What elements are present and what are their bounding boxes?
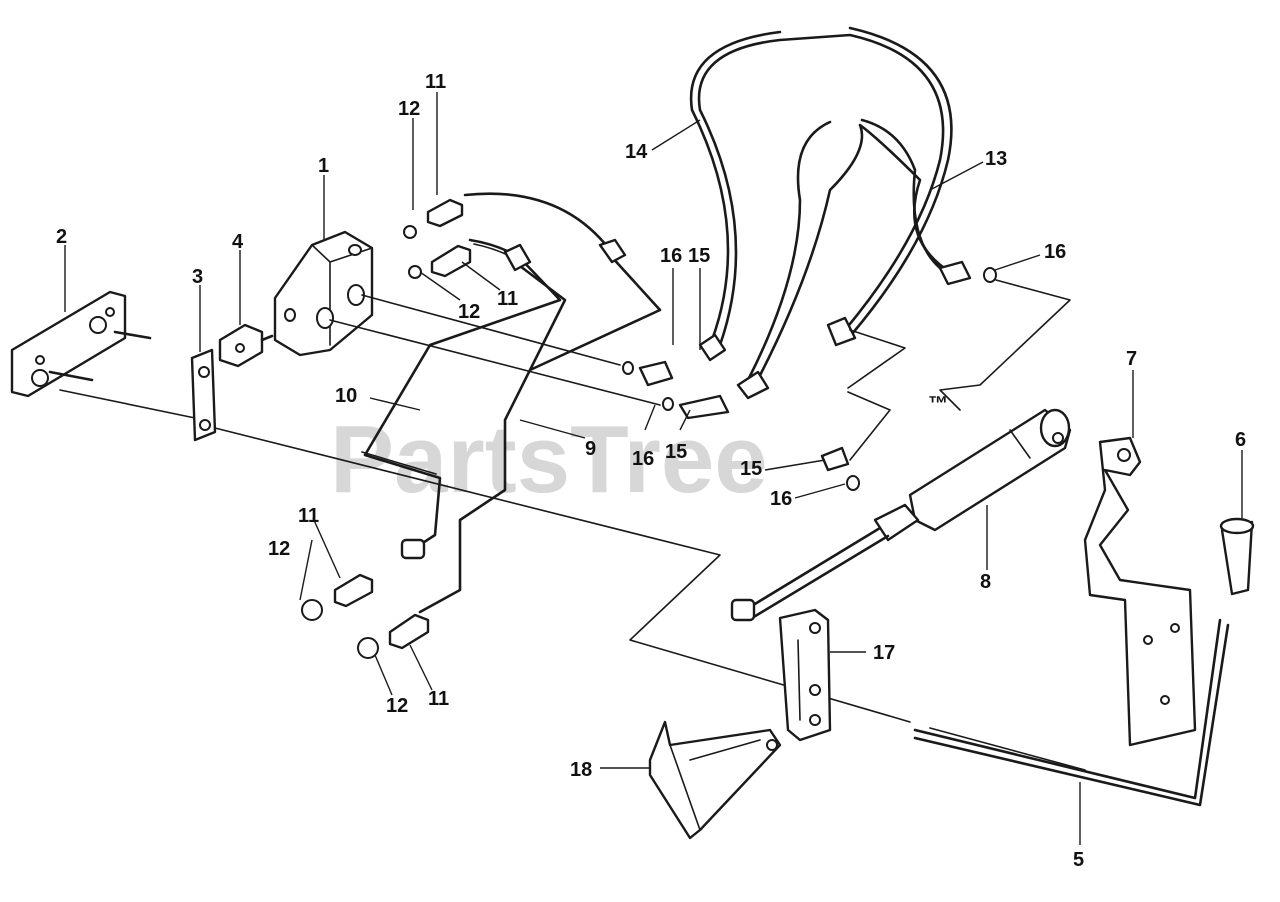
tube-9-upper bbox=[528, 253, 662, 372]
callout-11-lower-b: 11 bbox=[428, 688, 449, 710]
leader-lines bbox=[64, 92, 1243, 845]
fitting-11-upper bbox=[403, 198, 464, 239]
trademark-mark: ™ bbox=[928, 393, 948, 415]
callout-7: 7 bbox=[1126, 348, 1137, 370]
part-5-lever-rod bbox=[913, 618, 1222, 800]
hose-14 bbox=[697, 33, 945, 347]
part-17-link-plate bbox=[778, 608, 832, 742]
callout-4: 4 bbox=[232, 231, 244, 253]
callout-2: 2 bbox=[56, 226, 67, 248]
fitting-11-middle bbox=[408, 244, 472, 279]
return-lines bbox=[847, 279, 1071, 461]
watermark: PartsTree bbox=[330, 406, 768, 513]
part-5-lever-rod-inner bbox=[913, 623, 1230, 807]
callout-14: 14 bbox=[625, 141, 648, 163]
valve-spool-lines bbox=[329, 294, 661, 406]
callout-6: 6 bbox=[1235, 429, 1246, 451]
part-7-lever-bracket bbox=[1083, 436, 1197, 747]
part-6-knob bbox=[1219, 517, 1255, 596]
callout-18: 18 bbox=[570, 759, 592, 781]
hose-14-inner bbox=[689, 26, 953, 342]
callout-8: 8 bbox=[980, 571, 991, 593]
part-8-hydraulic-cylinder bbox=[730, 408, 1072, 622]
callout-12-lower-a: 12 bbox=[268, 538, 290, 560]
part-18-bracket bbox=[648, 720, 782, 840]
callout-3: 3 bbox=[192, 266, 203, 288]
callout-15-middle: 15 bbox=[665, 441, 687, 463]
hose-13-inner bbox=[746, 118, 942, 382]
callout-13: 13 bbox=[985, 148, 1007, 170]
callout-16-middle: 16 bbox=[632, 448, 654, 470]
callout-11-lower-a: 11 bbox=[298, 505, 319, 527]
callout-9: 9 bbox=[585, 438, 596, 460]
tube-9 bbox=[418, 258, 567, 614]
callout-1: 1 bbox=[318, 155, 329, 177]
fitting-11-lower-b bbox=[357, 613, 430, 659]
part-3-bracket bbox=[190, 348, 217, 442]
callout-labels: 2 3 4 1 12 11 12 11 14 13 16 16 15 10 9 … bbox=[56, 71, 1246, 871]
fitting-11-lower-a bbox=[301, 538, 426, 621]
callout-10: 10 bbox=[335, 385, 357, 407]
callout-12-lower-b: 12 bbox=[386, 695, 408, 717]
callout-16-upper: 16 bbox=[1044, 241, 1066, 263]
tube-upper-bend bbox=[463, 192, 612, 252]
part-4-clevis bbox=[218, 323, 274, 368]
hose-fittings bbox=[503, 238, 997, 491]
part-2-mounting-plate bbox=[10, 290, 152, 398]
callout-15-upper-mid: 15 bbox=[688, 245, 710, 267]
callout-5: 5 bbox=[1073, 849, 1084, 871]
callout-15-lower: 15 bbox=[740, 458, 762, 480]
control-rod-path bbox=[59, 389, 1086, 771]
part-1-valve-body bbox=[273, 230, 374, 357]
callout-12-middle: 12 bbox=[458, 301, 480, 323]
hose-13 bbox=[753, 123, 952, 387]
callout-16-lower: 16 bbox=[770, 488, 792, 510]
callout-11-upper: 11 bbox=[425, 71, 446, 93]
callout-16-upper-mid: 16 bbox=[660, 245, 682, 267]
callout-12-upper: 12 bbox=[398, 98, 420, 120]
callout-11-middle: 11 bbox=[497, 288, 518, 310]
callout-17: 17 bbox=[873, 642, 895, 664]
